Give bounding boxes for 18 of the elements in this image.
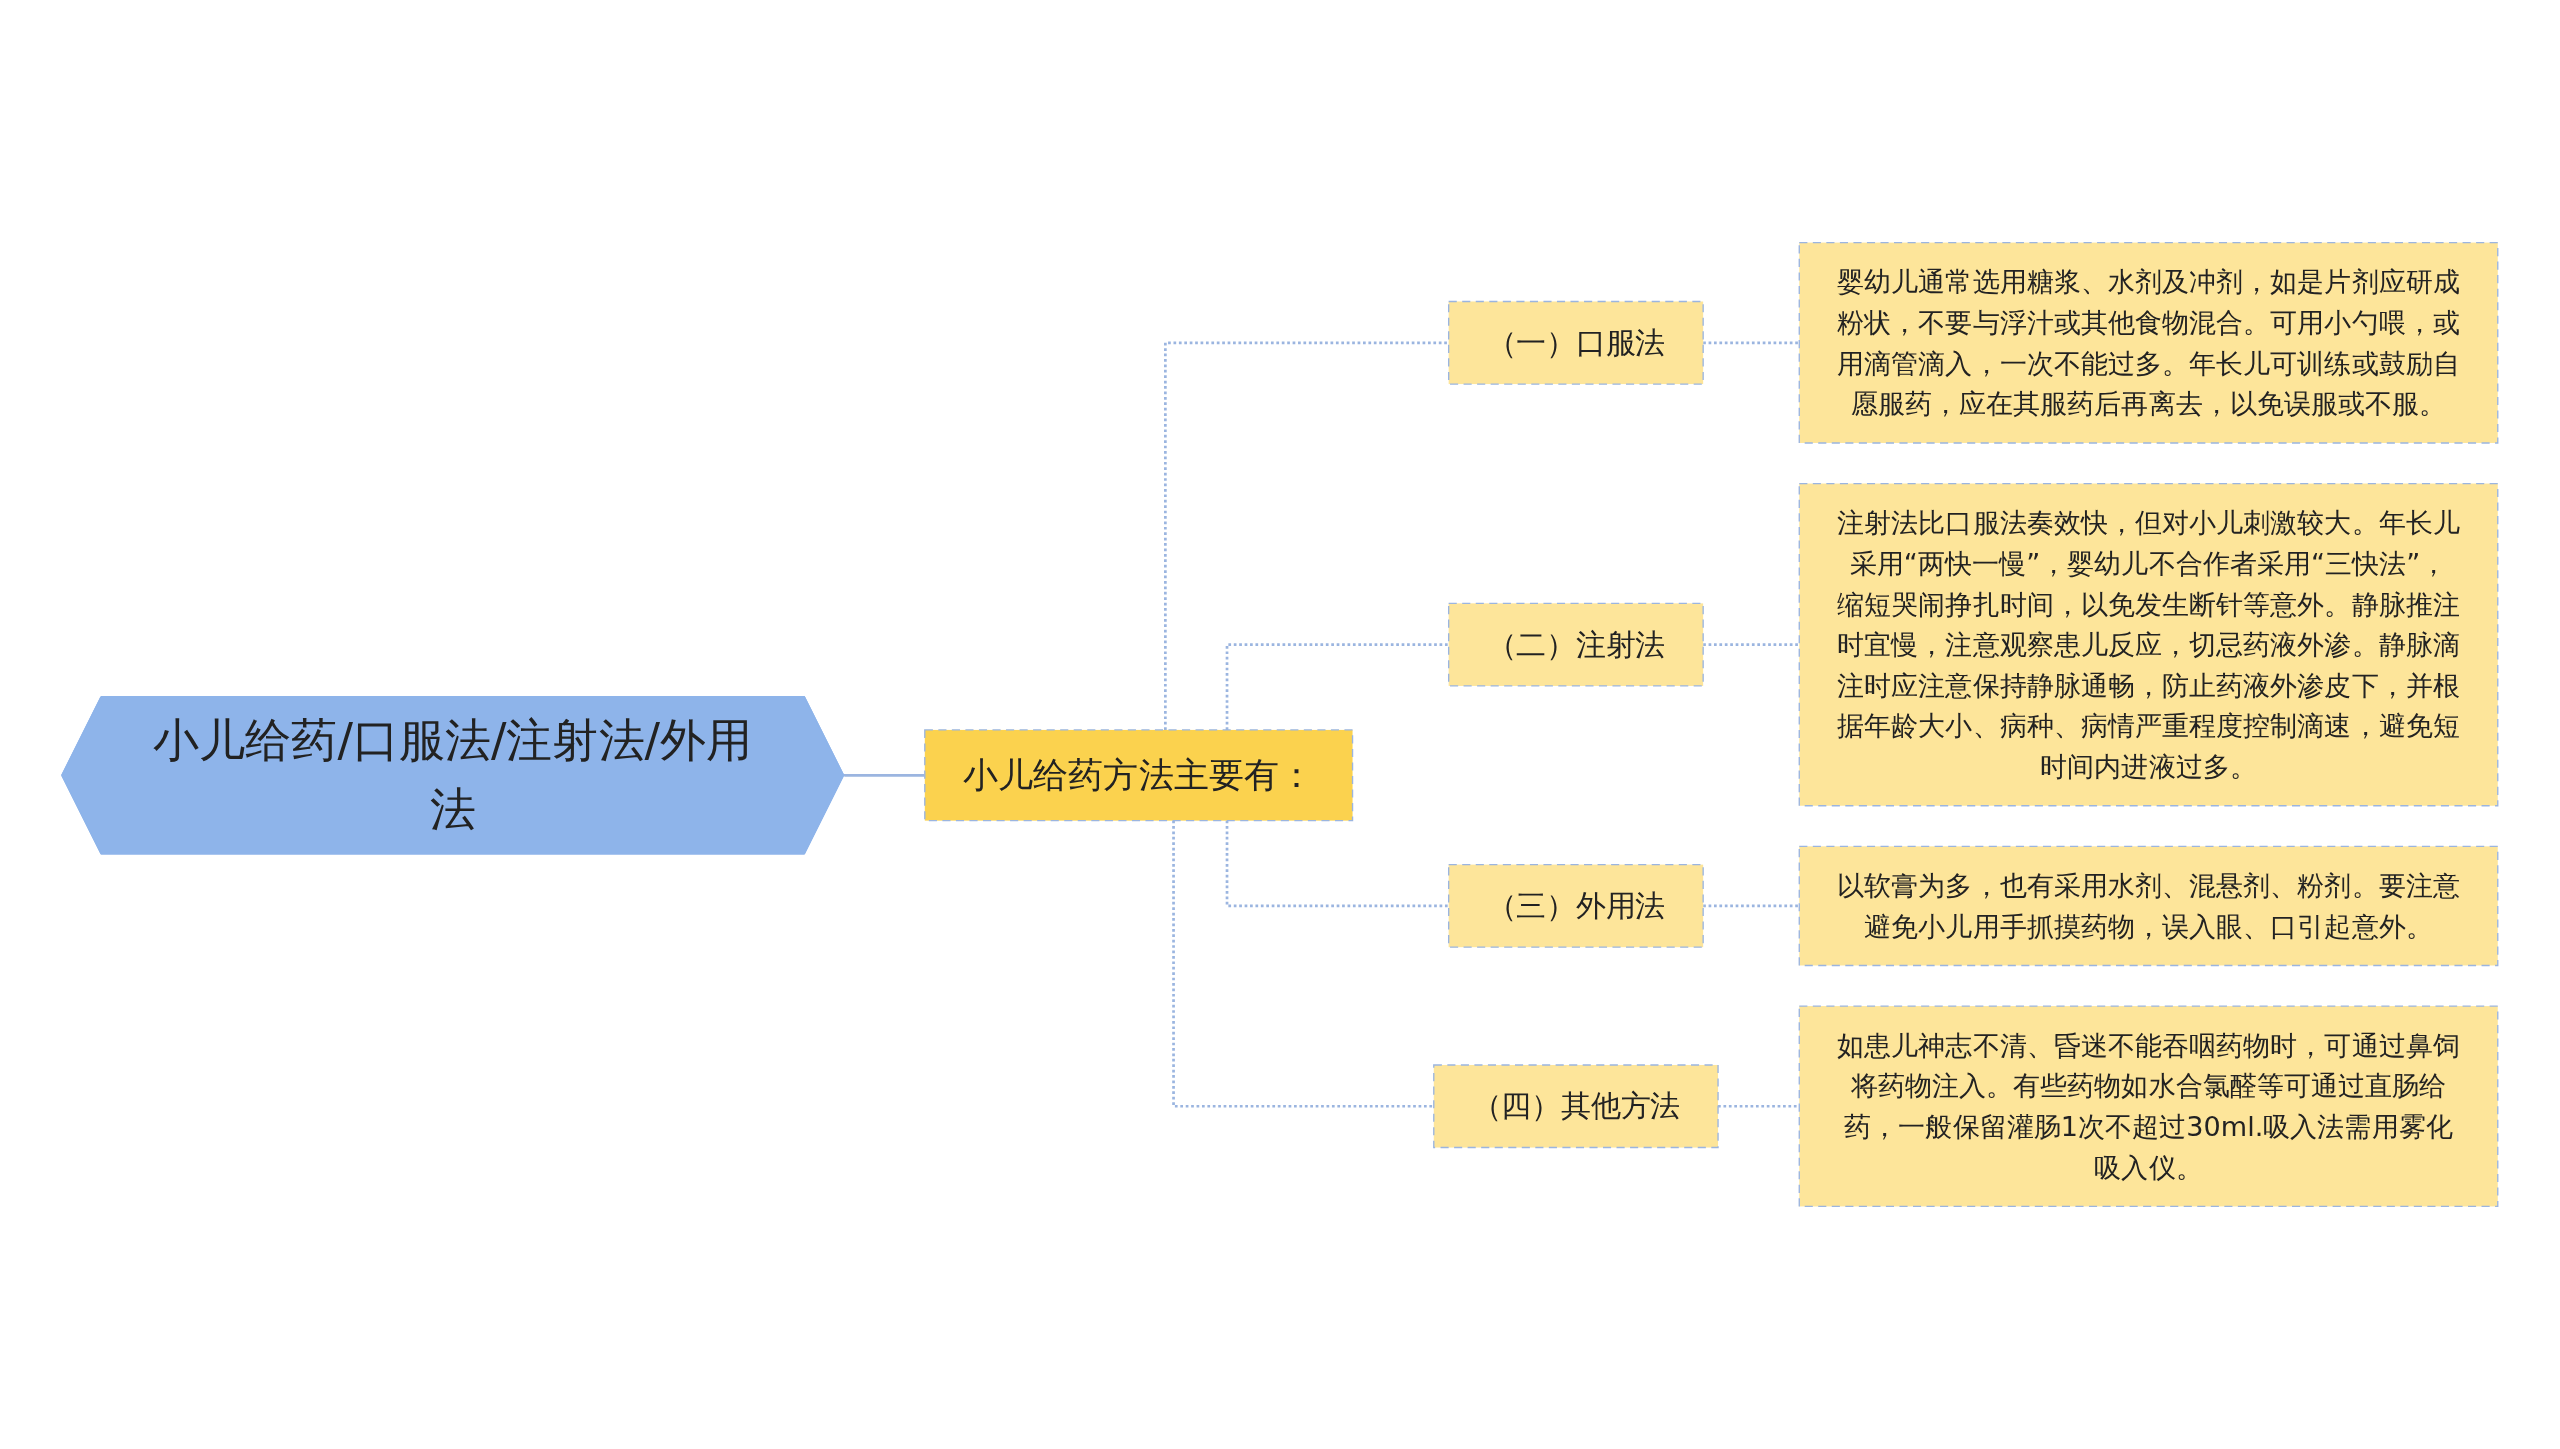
connector [1164,341,1449,730]
connector [1702,341,1800,345]
connector [1702,904,1800,908]
node-box: （三）外用法 [1448,863,1705,948]
node-box: 婴幼儿通常选用糖浆、水剂及冲剂，如是片剂应研成粉状，不要与浮汁或其他食物混合。可用小勺喂，或用滴管滴入，一次不能过多。年长儿可训练或鼓励自愿服药，应在其服药后再离去，以免误服或不服。 [1798,241,2499,444]
node-box: 如患儿神志不清、昏迷不能吞咽药物时，可通过鼻饲将药物注入。有些药物如水合氯醛等可通过直肠给药，一般保留灌肠1次不超过30ml.吸入法需用雾化吸入仪。 [1798,1005,2499,1208]
connector [1225,820,1449,908]
connector [1172,820,1434,1108]
node-box: 以软膏为多，也有采用水剂、混悬剂、粉剂。要注意避免小儿用手抓摸药物，误入眼、口引起意外。 [1798,845,2499,967]
connector [843,773,925,778]
connector [1225,643,1449,730]
node-box: 小儿给药方法主要有： [924,729,1354,822]
node-box: （二）注射法 [1448,602,1705,687]
node-box: （四）其他方法 [1433,1064,1719,1149]
node-box: 注射法比口服法奏效快，但对小儿刺激较大。年长儿采用“两快一慢”，婴幼儿不合作者采用“三快法”，缩短哭闹挣扎时间，以免发生断针等意外。静脉推注时宜慢，注意观察患儿反应，切忌药液外渗。静脉滴注时应注意保持静脉通畅，防止药液外渗皮下，并根据年龄大小、病种、病情严重程度控制滴速，避免短时间内进液过多。 [1798,482,2499,807]
connector [1702,643,1800,646]
connector [1716,1104,1800,1108]
node-box: （一）口服法 [1448,300,1705,385]
